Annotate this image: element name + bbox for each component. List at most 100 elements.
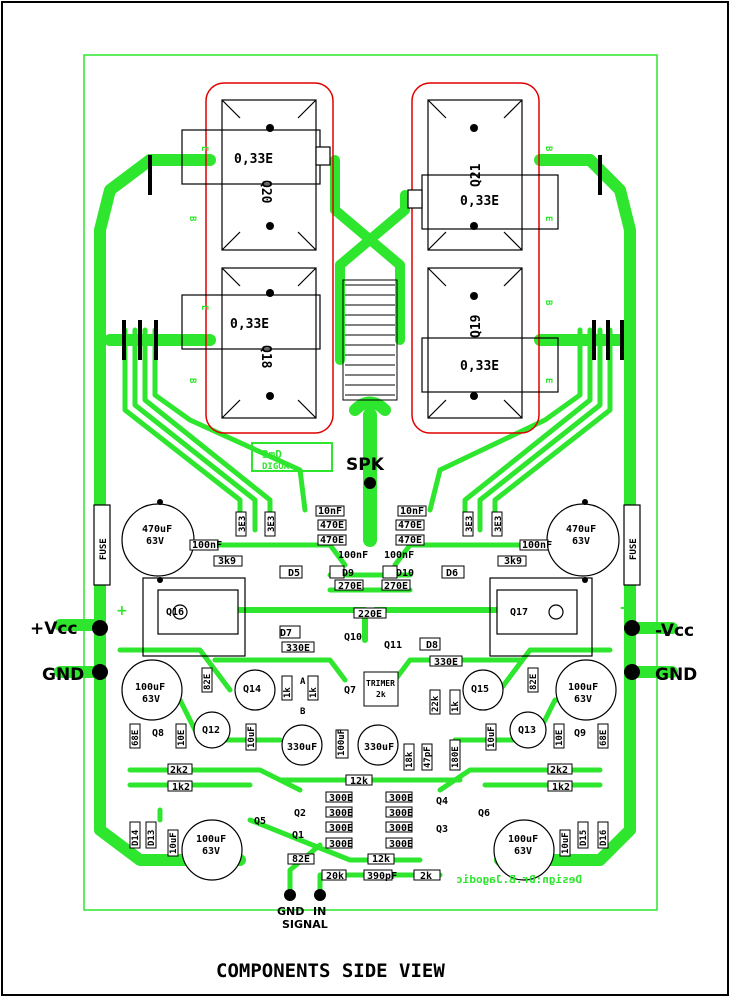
pin-b-q19: B <box>543 300 553 306</box>
res-300e-l1: 300E <box>329 793 353 804</box>
transistor-q14 <box>234 669 276 711</box>
q8-label: Q8 <box>152 728 164 739</box>
pin-e-q19: E <box>543 378 553 383</box>
capacitor-100uf-mid-right <box>555 659 617 721</box>
pads <box>92 124 640 901</box>
output-coil <box>342 279 398 401</box>
res-3e3-l2: 3E3 <box>267 516 277 532</box>
capacitor-100uf-low-right <box>493 819 555 881</box>
res-10nf-left: 10nF <box>318 506 342 517</box>
transistor-q16 <box>142 577 246 657</box>
cap-100uf-low-right-voltage: 63V <box>514 846 532 857</box>
board-caption: COMPONENTS SIDE VIEW <box>216 960 445 982</box>
logo-text-top: 3mD <box>262 448 282 461</box>
res-300e-r2: 300E <box>389 808 413 819</box>
res-470e-left-2: 470E <box>320 535 344 546</box>
res-470e-right: 470E <box>398 520 422 531</box>
cap-10uf-low-left: 10uF <box>169 832 179 854</box>
q19-label: Q19 <box>469 315 484 338</box>
cap-470uf-right-voltage: 63V <box>572 536 590 547</box>
res-1k2-left: 1k2 <box>172 782 190 793</box>
d6-label: D6 <box>446 568 458 579</box>
res-22k: 22k <box>431 695 441 712</box>
pin-b-label: B <box>300 707 306 717</box>
fuse-right <box>623 504 641 586</box>
q2-label: Q2 <box>294 808 306 819</box>
minus-sign: - <box>620 600 626 616</box>
q11-label: Q11 <box>384 640 402 651</box>
d16-label: D16 <box>599 830 609 846</box>
gnd-right-label: GND <box>655 665 697 685</box>
transistor-q13 <box>509 711 547 749</box>
pcb-outline <box>83 54 658 911</box>
q21-resistor-label: 0,33E <box>460 194 499 209</box>
q17-label: Q17 <box>510 607 528 618</box>
capacitor-330uf-left <box>281 724 323 766</box>
cap-330uf-left-label: 330uF <box>287 742 317 753</box>
q19-resistor-label: 0,33E <box>460 359 499 374</box>
q1-label: Q1 <box>292 830 304 841</box>
pin-b-q21: B <box>543 146 553 152</box>
res-10e-left: 10E <box>177 730 187 746</box>
cap-390pf: 390pF <box>367 871 397 882</box>
cap-10uf-low-right: 10uF <box>561 832 571 854</box>
res-3e3-l1: 3E3 <box>238 516 248 532</box>
capacitor-100uf-low-left <box>181 819 243 881</box>
cap-470uf-right-value: 470uF <box>566 524 596 535</box>
res-2k2-left: 2k2 <box>170 765 188 776</box>
d7-label: D7 <box>280 628 292 639</box>
q14-label: Q14 <box>243 684 261 695</box>
capacitor-330uf-right <box>357 724 399 766</box>
q9-label: Q9 <box>574 728 586 739</box>
q18-label: Q18 <box>258 345 273 369</box>
cap-100uf-mid-right-voltage: 63V <box>574 694 592 705</box>
input-gnd-label: GND <box>277 905 304 918</box>
transistor-q12 <box>193 711 231 749</box>
res-68e-left: 68E <box>131 730 141 746</box>
cap-100uf-small: 100uF <box>337 729 347 756</box>
res-180e: 180E <box>451 746 461 768</box>
transistor-q15 <box>462 669 504 711</box>
d10-label: D10 <box>396 568 414 579</box>
res-300e-l4: 300E <box>329 839 353 850</box>
pin-b-q18: B <box>187 378 197 384</box>
d14-label: D14 <box>131 829 141 846</box>
pin-e-q18: E <box>199 305 209 310</box>
cap-100uf-low-left-value: 100uF <box>196 834 226 845</box>
d15-label: D15 <box>579 830 589 846</box>
logo-text-bottom: DIGUA <box>262 462 290 472</box>
fuse-right-label: FUSE <box>629 538 639 560</box>
pin-e-q21: E <box>543 216 553 221</box>
res-270e-left: 270E <box>338 581 362 592</box>
res-330e-right: 330E <box>434 657 458 668</box>
jumpers <box>122 155 624 360</box>
q20-label: Q20 <box>258 180 273 204</box>
res-1k-mid: 1k <box>309 687 319 698</box>
q16-label: Q16 <box>166 607 184 618</box>
heatsink-right <box>411 82 540 434</box>
res-1k-right: 1k <box>451 701 461 712</box>
res-2k2-right: 2k2 <box>550 765 568 776</box>
cap-100nf-mid-right: 100nF <box>384 550 414 561</box>
cap-100uf-mid-left-voltage: 63V <box>142 694 160 705</box>
res-3e3-r2: 3E3 <box>494 516 504 532</box>
speaker-label: SPK <box>346 455 385 475</box>
fuse-left <box>93 504 111 586</box>
q15-label: Q15 <box>471 684 489 695</box>
designer-label: Design:Dr.B.Jagodic <box>456 873 582 886</box>
cap-100nf-right: 100nF <box>522 540 552 551</box>
res-1k-left: 1k <box>283 687 293 698</box>
cap-100uf-low-right-value: 100uF <box>508 834 538 845</box>
cap-470uf-left-voltage: 63V <box>146 536 164 547</box>
small-components <box>129 505 609 881</box>
cap-100uf-mid-right-value: 100uF <box>568 682 598 693</box>
trimmer-value: 2k <box>376 690 386 699</box>
q4-label: Q4 <box>436 796 448 807</box>
q20-resistor-label: 0,33E <box>234 152 273 167</box>
res-300e-r4: 300E <box>389 839 413 850</box>
res-330e-left: 330E <box>286 643 310 654</box>
q12-label: Q12 <box>202 725 220 736</box>
cap-100uf-mid-left-value: 100uF <box>135 682 165 693</box>
res-82e-left: 82E <box>203 674 213 690</box>
res-12k-bottom: 12k <box>372 854 390 865</box>
